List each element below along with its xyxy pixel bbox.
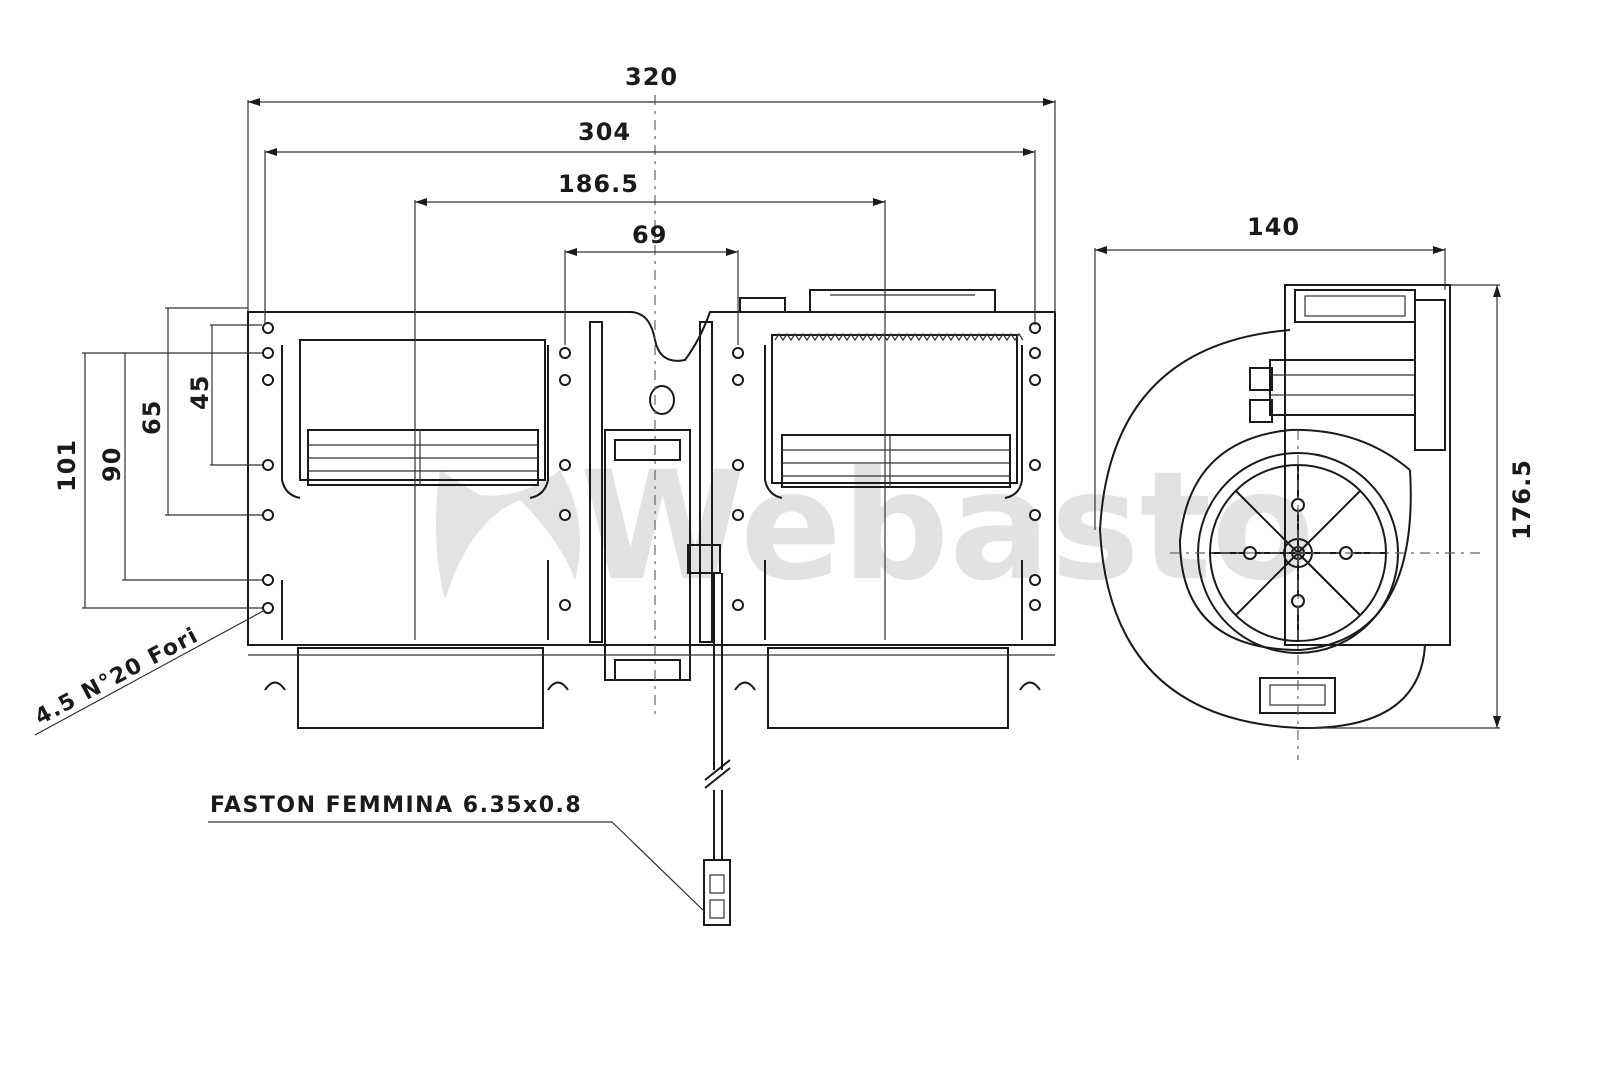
faston-connector-icon bbox=[703, 859, 731, 926]
dim-overall-width: 320 bbox=[625, 63, 678, 91]
watermark-logo: Webasto bbox=[436, 440, 1314, 614]
mounting-holes bbox=[262, 322, 1041, 614]
hole-callout: 4.5 N°20 Fori bbox=[31, 609, 266, 736]
hole-callout-text: 4.5 N°20 Fori bbox=[31, 623, 203, 730]
watermark-text: Webasto bbox=[580, 440, 1314, 614]
dim-mount-hole-span: 304 bbox=[578, 118, 631, 146]
dim-side-width: 140 bbox=[1247, 213, 1300, 241]
dim-hole-row-101: 101 bbox=[53, 439, 81, 492]
dim-outer-outlet-span: 186.5 bbox=[558, 170, 639, 198]
dim-hole-row-45: 45 bbox=[186, 375, 214, 410]
front-view bbox=[247, 95, 1056, 926]
front-dimensions: 320 304 186.5 69 45 65 90 bbox=[53, 63, 1056, 640]
connector-callout-text: FASTON FEMMINA 6.35x0.8 bbox=[210, 793, 582, 818]
side-view bbox=[1098, 284, 1480, 760]
dim-hole-row-65: 65 bbox=[138, 400, 166, 435]
connector-callout: FASTON FEMMINA 6.35x0.8 bbox=[208, 793, 706, 913]
dim-inner-hole-span: 69 bbox=[632, 221, 667, 249]
dim-side-height: 176.5 bbox=[1508, 459, 1536, 540]
side-dimensions: 140 176.5 bbox=[1094, 213, 1536, 729]
dim-hole-row-90: 90 bbox=[98, 447, 126, 482]
